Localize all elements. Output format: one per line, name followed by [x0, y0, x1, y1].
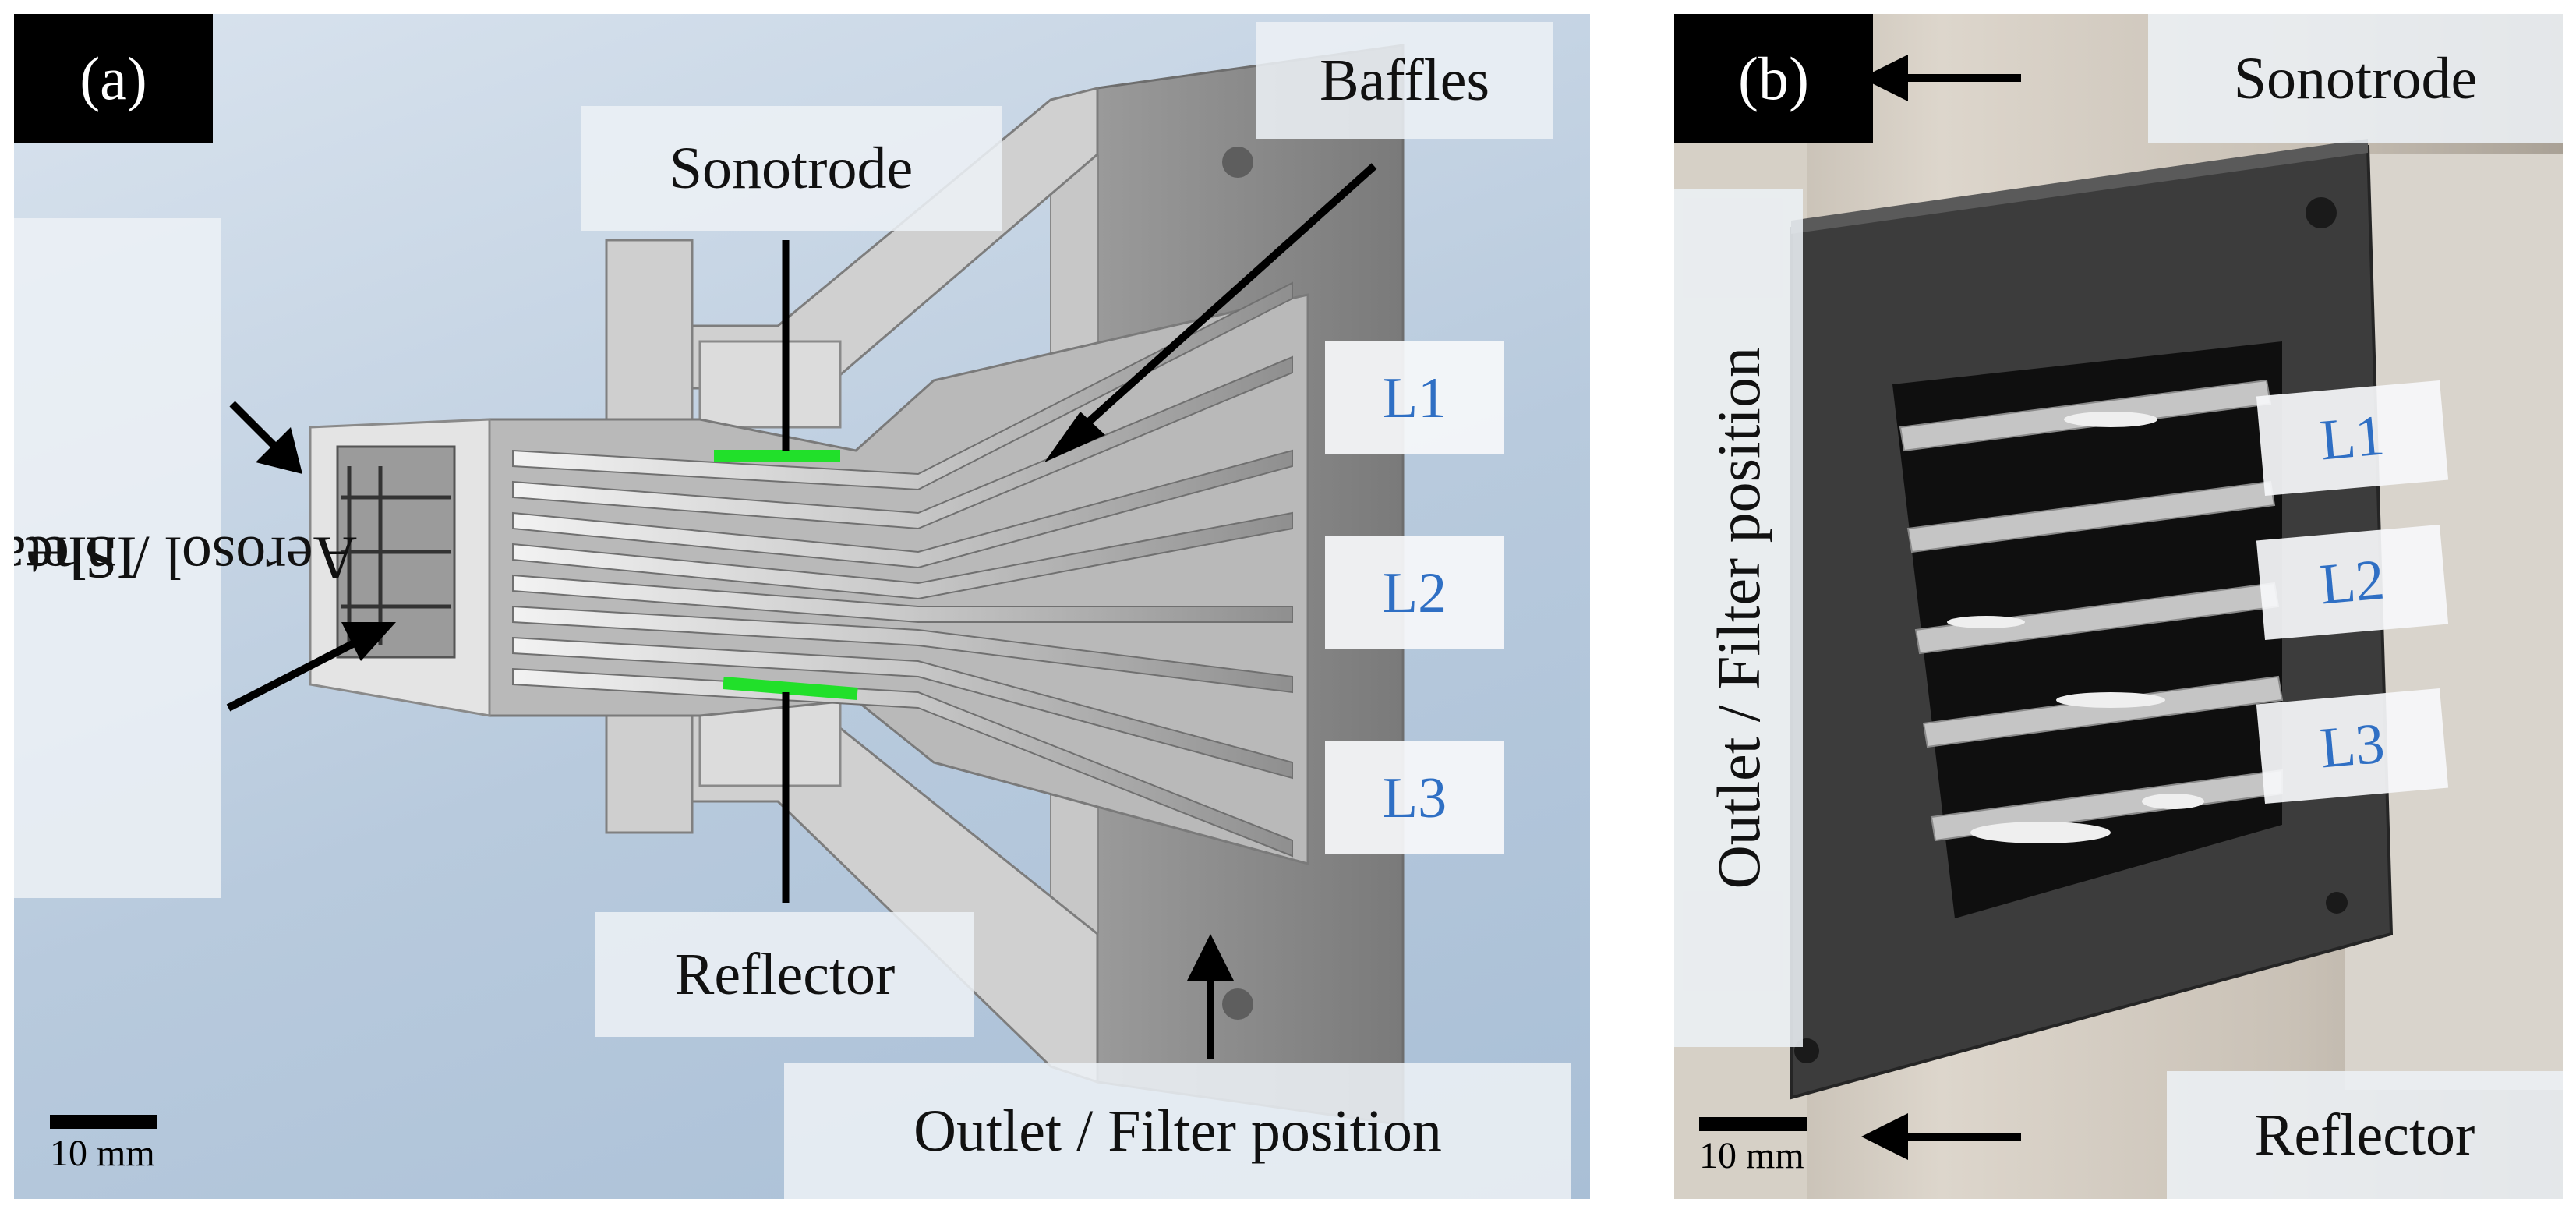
- baffles-label: Baffles: [1256, 22, 1553, 139]
- baffle-plates: [512, 281, 1293, 858]
- sonotrode-collar: [698, 340, 842, 429]
- photo-reflector-arrow: [1861, 1113, 2021, 1160]
- inlet-label-line2: Aerosol / Sheath: [14, 524, 357, 592]
- inlet-grid-slots: [341, 466, 451, 645]
- reflector-mount-lower: [605, 698, 694, 834]
- scale-bar-b: 10 mm: [1699, 1117, 1807, 1177]
- sonotrode-label: Sonotrode: [581, 106, 1002, 231]
- reflector-surface-marker: [723, 677, 858, 700]
- outlet-label: Outlet / Filter position: [784, 1063, 1571, 1199]
- outlet-arrow: [1187, 934, 1234, 1059]
- sonotrode-mount-upper: [605, 239, 694, 429]
- photo-l3-label: L3: [2256, 688, 2449, 805]
- photo-sonotrode-label: Sonotrode: [2148, 14, 2563, 143]
- flange-hole-3: [2326, 892, 2348, 914]
- panel-b-photo: (b) Sonotrode Reflector Outlet / Filter …: [1674, 14, 2563, 1199]
- inlet-arrow-lower: [226, 622, 396, 712]
- scale-bar-b-line: [1699, 1117, 1807, 1131]
- l1-label: L1: [1325, 341, 1504, 454]
- panel-a-tag: (a): [14, 14, 213, 143]
- photo-outlet-label: Outlet / Filter position: [1674, 189, 1803, 1047]
- photo-outlet-label-text: Outlet / Filter position: [1704, 347, 1772, 889]
- photo-l1-label: L1: [2256, 380, 2449, 497]
- flange-top-edge: [1791, 139, 2368, 234]
- inlet-arrow-upper: [229, 401, 302, 474]
- l2-label: L2: [1325, 536, 1504, 649]
- scale-bar-a: 10 mm: [50, 1115, 157, 1175]
- flange-hole-1: [2306, 197, 2337, 228]
- flange-bolt-hole-bottom: [1222, 988, 1253, 1020]
- reflector-label: Reflector: [595, 912, 974, 1037]
- photo-reflector-label: Reflector: [2167, 1071, 2563, 1199]
- cad-cross-section-drawing: [226, 44, 1405, 1126]
- photo-l2-label: L2: [2256, 524, 2449, 641]
- l3-label: L3: [1325, 741, 1504, 854]
- scale-bar-a-text: 10 mm: [50, 1133, 155, 1174]
- flange-bolt-hole-top: [1222, 147, 1253, 178]
- deposit-specks: [1947, 412, 2204, 843]
- scale-bar-b-text: 10 mm: [1699, 1135, 1804, 1176]
- panel-b-tag: (b): [1674, 14, 1873, 143]
- baffles-arrow: [1044, 163, 1377, 462]
- photo-sonotrode-arrow: [1861, 55, 2021, 101]
- scale-bar-a-line: [50, 1115, 157, 1129]
